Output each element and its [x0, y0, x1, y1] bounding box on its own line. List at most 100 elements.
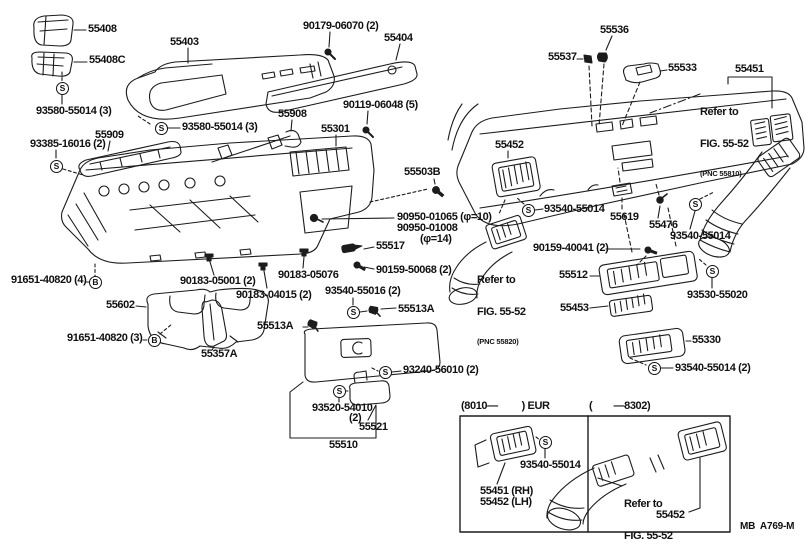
screw-55503b-glyph	[369, 178, 445, 203]
screw-symbol-s: S	[522, 204, 535, 217]
callout-93580-55014-a: 93580-55014 (3)	[36, 105, 112, 117]
safety-pad-55403-drawing	[125, 47, 335, 120]
part-label-55503b: 55503B	[404, 166, 441, 178]
screw-symbol-s: S	[50, 160, 63, 173]
callout-90159-50068: 90159-50068 (2)	[376, 264, 452, 276]
screw-symbol-s: S	[706, 265, 719, 278]
part-label-55909: 55909	[95, 129, 124, 141]
register-55512-drawing	[589, 207, 713, 296]
note-line: FIG. 55-52	[477, 305, 526, 318]
upper-rail-55404-drawing	[265, 43, 418, 113]
clip-55517-glyph	[341, 243, 375, 254]
callout-90950-01008: 90950-01008	[397, 222, 458, 234]
part-label-55476: 55476	[649, 219, 678, 231]
figure-reference-note-center: Refer to FIG. 55-52 (PNC 55820)	[477, 254, 526, 367]
part-label-55513a-left: 55513A	[257, 320, 294, 332]
bolt-callout-leaders	[85, 263, 173, 341]
plug-90950-glyph	[309, 213, 395, 223]
part-label-55357a: 55357A	[201, 348, 238, 360]
part-label-55403: 55403	[170, 36, 199, 48]
parts-55619-55476	[611, 167, 668, 219]
part-label-55521: 55521	[359, 421, 388, 433]
clip-glyphs-90183	[204, 248, 309, 289]
callout-91651-40820-3: 91651-40820 (3)	[67, 332, 143, 344]
part-label-55301: 55301	[321, 123, 350, 135]
part-label-55408: 55408	[88, 23, 117, 35]
grille-55453-drawing	[589, 293, 654, 317]
figure-reference-note-box: Refer to FIG. 55-52 (PNC 55820)	[624, 478, 673, 560]
callout-90183-05001: 90183-05001 (2)	[180, 275, 256, 287]
callout-90950-01008-dia: (φ=14)	[420, 233, 452, 245]
part-label-55908: 55908	[278, 108, 307, 120]
callout-93520-54010: 93520-54010	[312, 402, 373, 414]
part-label-55536: 55536	[600, 24, 629, 36]
screw-90119-glyph	[362, 110, 374, 138]
hood-55408-drawing	[31, 14, 88, 105]
bolt-symbol-b: B	[148, 334, 161, 347]
screw-symbol-s: S	[155, 122, 168, 135]
part-label-55452-box: 55452	[656, 509, 685, 521]
part-label-55512: 55512	[559, 269, 588, 281]
screw-symbol-s: S	[333, 385, 346, 398]
callout-93240-56010: 93240-56010 (2)	[403, 364, 479, 376]
variant-box-header-right: ( —8302)	[589, 400, 651, 412]
figure-reference-note-top: Refer to FIG. 55-52 (PNC 55810)	[700, 86, 749, 199]
part-label-55513a-right: 55513A	[398, 303, 435, 315]
clip-55513a-glyphs	[302, 297, 397, 332]
part-label-55452-lh: 55452 (LH)	[480, 496, 532, 508]
screw-symbol-s: S	[56, 82, 69, 95]
note-line: Refer to	[700, 106, 739, 118]
part-label-55517: 55517	[376, 240, 405, 252]
part-label-55537: 55537	[548, 51, 577, 63]
part-label-55451: 55451	[735, 63, 764, 75]
note-pnc: (PNC 55820)	[477, 337, 519, 346]
variant-box-drawing	[459, 415, 731, 533]
bolt-symbol-b: B	[89, 276, 102, 289]
callout-93540-55016: 93540-55016 (2)	[325, 285, 401, 297]
callout-90950-01065: 90950-01065 (φ=10)	[397, 211, 492, 223]
part-label-55602: 55602	[106, 299, 135, 311]
vent-55452-drawing	[491, 150, 544, 215]
callout-90119-06048: 90119-06048 (5)	[343, 99, 418, 111]
note-line: Refer to	[477, 274, 516, 286]
part-label-55510: 55510	[329, 439, 358, 451]
assembled-dash-drawing	[447, 76, 805, 227]
part-label-55453: 55453	[560, 302, 589, 314]
part-55533-drawing	[621, 62, 668, 127]
part-label-55404: 55404	[384, 32, 413, 44]
right-heater-duct-drawing	[689, 137, 801, 258]
lower-panel-55602-drawing	[135, 287, 269, 351]
callout-93530-55020: 93530-55020	[687, 289, 748, 301]
callout-90183-04015: 90183-04015 (2)	[236, 289, 312, 301]
part-label-55330: 55330	[692, 334, 721, 346]
tray-55521-drawing	[338, 370, 391, 421]
callout-93540-55014-box: 93540-55014	[520, 459, 581, 471]
figure-code: MB A769-M	[740, 521, 795, 532]
bracket-55357a-drawing	[201, 299, 228, 351]
note-line: Refer to	[624, 498, 663, 510]
variant-box-header-left: (8010— ) EUR	[461, 400, 550, 412]
part-label-55619: 55619	[610, 211, 639, 223]
clips-55536-55537	[576, 35, 613, 127]
screw-90159-50068-glyph	[353, 261, 375, 271]
vent-55330-drawing	[618, 327, 692, 369]
glove-door-55510-drawing	[289, 322, 441, 439]
callout-91651-40820-4: 91651-40820 (4)	[11, 274, 87, 286]
part-label-55452-dash: 55452	[495, 139, 524, 151]
center-duct-drawing	[448, 214, 527, 305]
part-label-55533: 55533	[668, 62, 697, 74]
callout-90179-06070: 90179-06070 (2)	[303, 20, 379, 32]
note-line: FIG. 55-52	[624, 529, 673, 542]
screw-90159-40041-glyph	[605, 246, 658, 265]
screw-symbol-s: S	[379, 366, 392, 379]
part-label-55451-rh: 55451 (RH)	[480, 485, 533, 497]
screw-symbol-s: S	[347, 306, 360, 319]
screw-symbol-s: S	[689, 198, 702, 211]
callout-90183-05076: 90183-05076	[278, 269, 339, 281]
screw-symbol-s: S	[648, 362, 661, 375]
callout-93540-55014-a: 93540-55014	[544, 203, 605, 215]
note-line: FIG. 55-52	[700, 137, 749, 150]
part-label-55408c: 55408C	[89, 54, 126, 66]
